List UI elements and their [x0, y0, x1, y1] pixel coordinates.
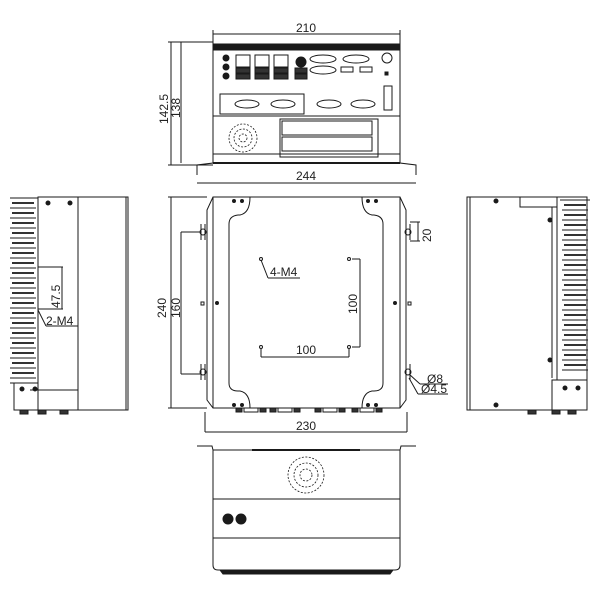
dim-front-height-138: 138 — [169, 97, 183, 118]
fan-grille-rear — [287, 456, 325, 494]
top-view — [168, 196, 448, 433]
dim-top-height-240: 240 — [155, 297, 169, 318]
lan-usb-ports — [235, 54, 308, 80]
dim-mount-spacing-160: 160 — [169, 297, 183, 318]
dim-side-hole-spacing: 47.5 — [49, 284, 63, 308]
dim-front-width-210: 210 — [296, 21, 317, 35]
callout-slot-small: Ø4.5 — [421, 382, 448, 396]
front-view — [168, 30, 417, 184]
dim-vesa-vertical-100: 100 — [346, 293, 360, 314]
callout-side-holes: 2-M4 — [46, 314, 74, 328]
dim-vesa-horizontal-100: 100 — [296, 343, 317, 357]
dim-slot-offset-20: 20 — [420, 228, 434, 242]
rear-view — [197, 445, 416, 575]
heatsink-fins-right — [560, 199, 590, 371]
fan-grille-front — [228, 123, 258, 153]
right-side-view — [466, 196, 590, 415]
callout-vesa-holes: 4-M4 — [270, 265, 298, 279]
heatsink-fins-left — [10, 197, 38, 379]
dim-front-base-244: 244 — [296, 169, 317, 183]
left-side-view — [10, 196, 129, 415]
callout-slot-large: Ø8 — [427, 372, 444, 386]
keyhole-slots — [199, 224, 412, 380]
dim-top-width-230: 230 — [296, 419, 317, 433]
